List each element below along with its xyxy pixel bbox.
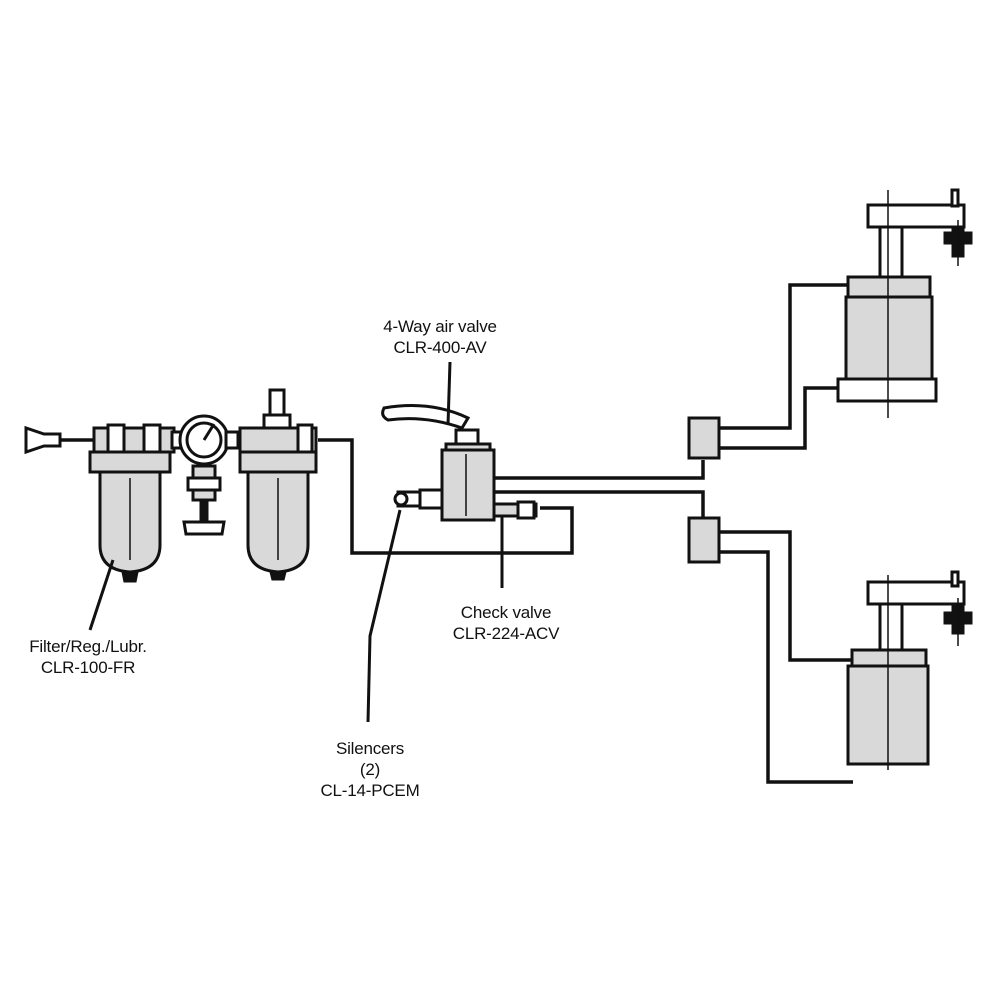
flow-control-upper [687,416,721,460]
leader-frl [88,559,115,631]
frl-label-name: Filter/Reg./Lubr. [29,637,147,656]
cylinder-piping [719,283,855,784]
clamp-cylinder-upper [836,188,973,418]
clamp-cylinder-lower [846,570,973,770]
air-supply-line [60,438,574,555]
leader-lines [88,361,504,723]
check-valve-label-name: Check valve [460,603,552,622]
frl-label: Filter/Reg./Lubr. CLR-100-FR [8,636,168,678]
air-inlet [24,425,62,455]
four-way-valve [381,404,705,522]
valve-label-part: CLR-400-AV [393,338,487,357]
silencers-label-part: CL-14-PCEM [320,781,420,800]
leader-silencers [366,509,402,723]
check-valve-label: Check valve CLR-224-ACV [436,602,576,644]
check-valve-label-part: CLR-224-ACV [452,624,560,643]
leader-valve [446,361,452,426]
silencers-label-name: Silencers [335,739,405,758]
valve-label-name: 4-Way air valve [383,317,497,336]
valve-label: 4-Way air valve CLR-400-AV [366,316,514,358]
frl-label-part: CLR-100-FR [40,658,136,677]
silencers-label-qty: (2) [359,760,381,779]
flow-control-lower [687,516,721,564]
silencers-label: Silencers (2) CL-14-PCEM [300,738,440,801]
filter-regulator-lubricator [88,388,318,583]
